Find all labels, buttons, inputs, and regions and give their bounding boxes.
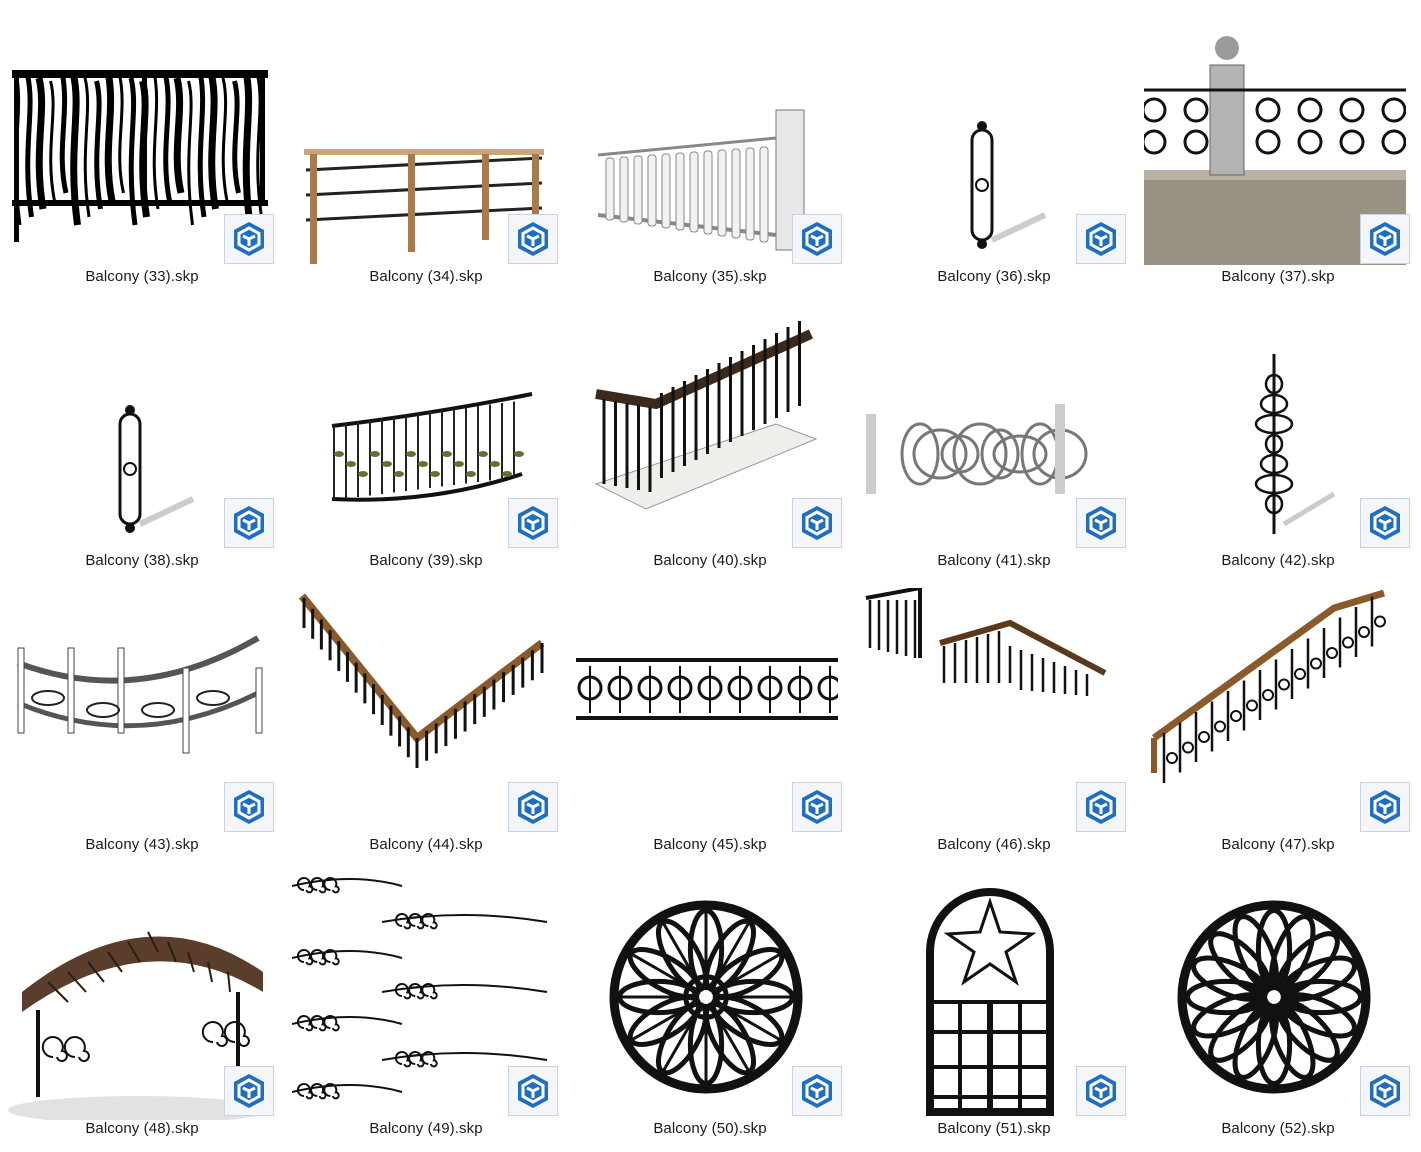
sketchup-file-icon xyxy=(508,782,558,832)
file-tile[interactable]: Balcony (50).skp xyxy=(568,852,852,1137)
file-tile[interactable]: Balcony (52).skp xyxy=(1136,852,1420,1137)
file-name-label: Balcony (52).skp xyxy=(1221,1120,1335,1137)
file-tile[interactable]: Balcony (41).skp xyxy=(852,284,1136,569)
file-tile[interactable]: Balcony (35).skp xyxy=(568,0,852,285)
file-tile[interactable]: Balcony (42).skp xyxy=(1136,284,1420,569)
file-thumbnail xyxy=(576,20,838,268)
file-tile[interactable]: Balcony (45).skp xyxy=(568,568,852,853)
sketchup-file-icon xyxy=(792,1066,842,1116)
file-name-label: Balcony (39).skp xyxy=(369,552,483,569)
file-thumbnail xyxy=(8,872,270,1120)
file-tile[interactable]: Balcony (48).skp xyxy=(0,852,284,1137)
file-thumbnail xyxy=(1144,304,1406,552)
file-name-label: Balcony (44).skp xyxy=(369,836,483,853)
file-tile[interactable]: Balcony (47).skp xyxy=(1136,568,1420,853)
sketchup-file-icon xyxy=(224,782,274,832)
file-thumbnail xyxy=(8,20,270,268)
file-name-label: Balcony (35).skp xyxy=(653,268,767,285)
sketchup-file-icon xyxy=(224,498,274,548)
file-tile[interactable]: Balcony (38).skp xyxy=(0,284,284,569)
sketchup-file-icon xyxy=(1076,1066,1126,1116)
file-thumbnail xyxy=(1144,588,1406,836)
file-thumbnail xyxy=(292,20,554,268)
file-name-label: Balcony (34).skp xyxy=(369,268,483,285)
file-tile[interactable]: Balcony (34).skp xyxy=(284,0,568,285)
file-tile[interactable]: Balcony (46).skp xyxy=(852,568,1136,853)
sketchup-file-icon xyxy=(508,498,558,548)
file-name-label: Balcony (40).skp xyxy=(653,552,767,569)
file-tile[interactable]: Balcony (33).skp xyxy=(0,0,284,285)
file-thumbnail xyxy=(576,588,838,836)
sketchup-file-icon xyxy=(1360,498,1410,548)
file-thumbnail xyxy=(860,588,1122,836)
sketchup-file-icon xyxy=(792,782,842,832)
file-name-label: Balcony (41).skp xyxy=(937,552,1051,569)
file-thumbnail xyxy=(8,304,270,552)
file-tile[interactable]: Balcony (40).skp xyxy=(568,284,852,569)
file-name-label: Balcony (45).skp xyxy=(653,836,767,853)
sketchup-file-icon xyxy=(508,214,558,264)
file-thumbnail xyxy=(576,872,838,1120)
sketchup-file-icon xyxy=(508,1066,558,1116)
file-thumbnail xyxy=(1144,872,1406,1120)
file-thumbnail xyxy=(860,20,1122,268)
sketchup-file-icon xyxy=(1360,1066,1410,1116)
file-name-label: Balcony (51).skp xyxy=(937,1120,1051,1137)
file-name-label: Balcony (33).skp xyxy=(85,268,199,285)
sketchup-file-icon xyxy=(1076,782,1126,832)
file-thumbnail xyxy=(860,872,1122,1120)
sketchup-file-icon xyxy=(1076,498,1126,548)
file-thumbnail xyxy=(8,588,270,836)
file-name-label: Balcony (49).skp xyxy=(369,1120,483,1137)
sketchup-file-icon xyxy=(1360,782,1410,832)
file-name-label: Balcony (47).skp xyxy=(1221,836,1335,853)
file-thumbnail xyxy=(292,872,554,1120)
sketchup-file-icon xyxy=(1360,214,1410,264)
file-name-label: Balcony (46).skp xyxy=(937,836,1051,853)
sketchup-file-icon xyxy=(792,214,842,264)
file-tile[interactable]: Balcony (37).skp xyxy=(1136,0,1420,285)
sketchup-file-icon xyxy=(224,1066,274,1116)
file-name-label: Balcony (48).skp xyxy=(85,1120,199,1137)
sketchup-file-icon xyxy=(224,214,274,264)
file-thumbnail xyxy=(292,588,554,836)
file-thumbnail xyxy=(576,304,838,552)
file-tile[interactable]: Balcony (39).skp xyxy=(284,284,568,569)
file-name-label: Balcony (50).skp xyxy=(653,1120,767,1137)
sketchup-file-icon xyxy=(1076,214,1126,264)
file-thumbnail xyxy=(860,304,1122,552)
file-name-label: Balcony (43).skp xyxy=(85,836,199,853)
file-thumbnail xyxy=(292,304,554,552)
file-tile[interactable]: Balcony (51).skp xyxy=(852,852,1136,1137)
file-tile[interactable]: Balcony (49).skp xyxy=(284,852,568,1137)
file-tile[interactable]: Balcony (44).skp xyxy=(284,568,568,853)
file-name-label: Balcony (37).skp xyxy=(1221,268,1335,285)
file-name-label: Balcony (42).skp xyxy=(1221,552,1335,569)
file-tile[interactable]: Balcony (36).skp xyxy=(852,0,1136,285)
file-tile[interactable]: Balcony (43).skp xyxy=(0,568,284,853)
file-name-label: Balcony (36).skp xyxy=(937,268,1051,285)
sketchup-file-icon xyxy=(792,498,842,548)
file-name-label: Balcony (38).skp xyxy=(85,552,199,569)
